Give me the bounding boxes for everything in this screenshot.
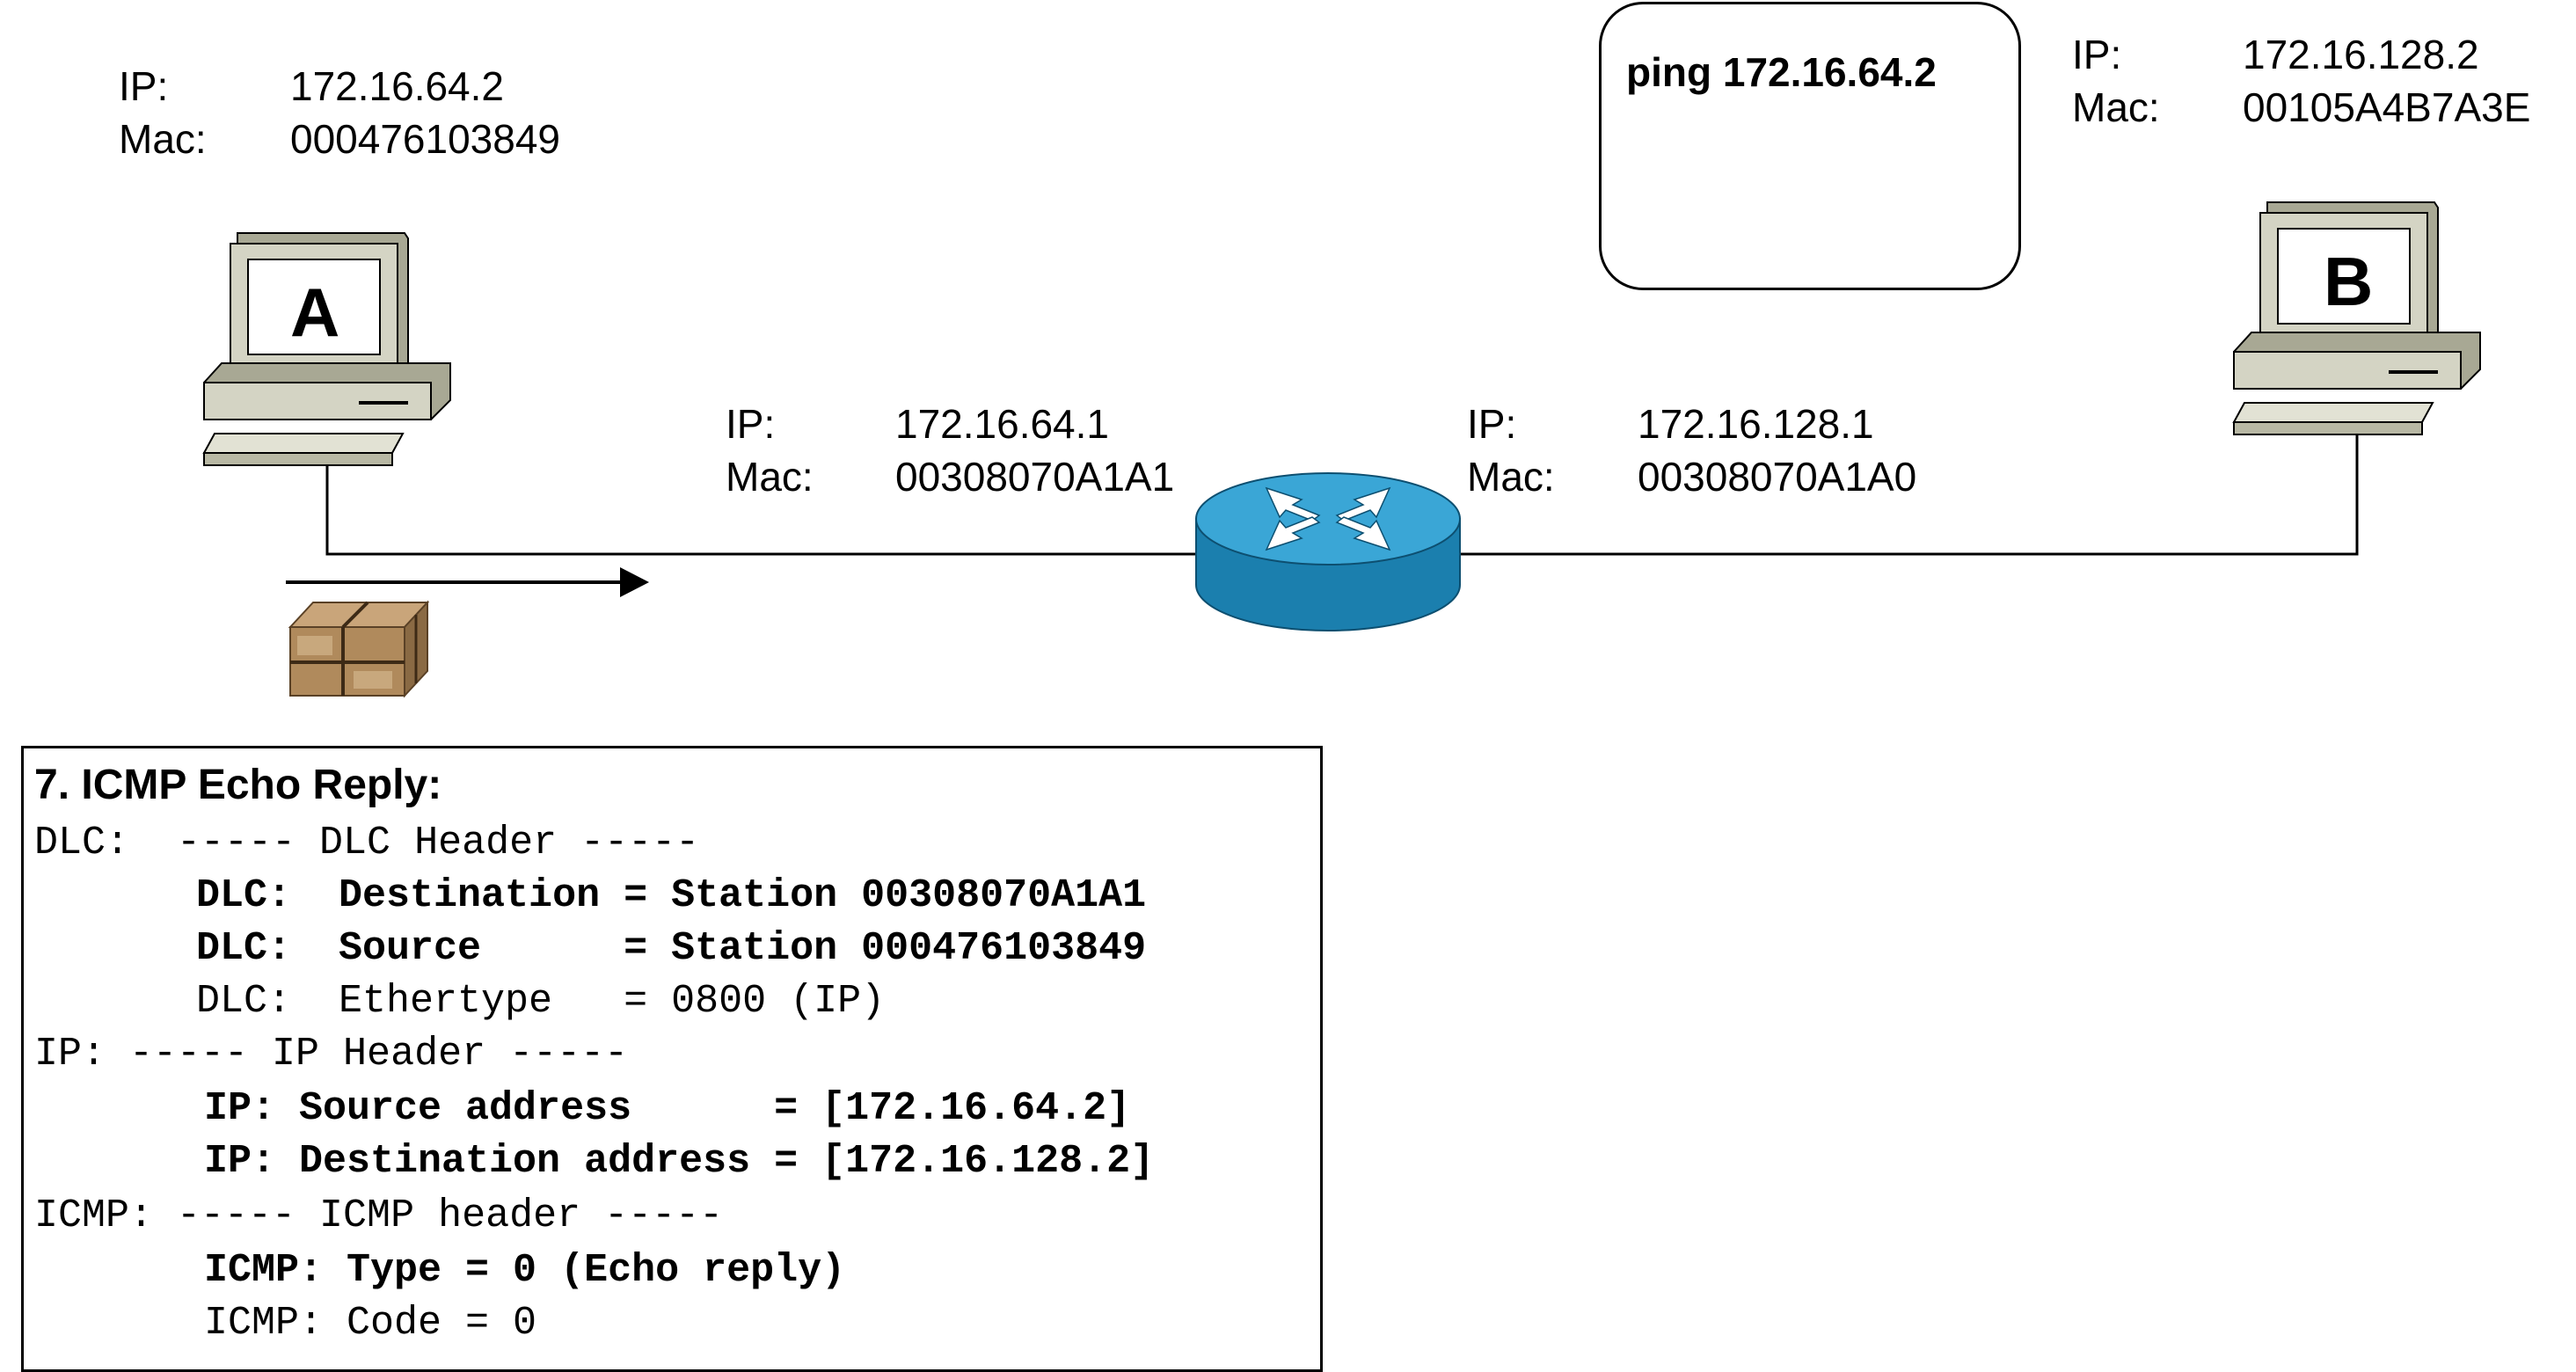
decode-line: DLC: Ethertype = 0800 (IP)	[196, 979, 886, 1024]
ping-command-text: ping 172.16.64.2	[1626, 49, 1937, 95]
router-left-ip-value: 172.16.64.1	[895, 401, 1110, 447]
decode-line: ICMP: Type = 0 (Echo reply)	[204, 1248, 846, 1293]
packet-icon	[288, 600, 430, 698]
decode-line: ICMP: Code = 0	[204, 1301, 537, 1346]
host-a-ip-key: IP:	[119, 63, 169, 109]
computer-icon[interactable]	[202, 232, 451, 466]
host-a-mac-value: 000476103849	[290, 116, 560, 162]
decode-line: IP: ----- IP Header -----	[34, 1032, 629, 1076]
router-right-ip-key: IP:	[1467, 401, 1517, 447]
decode-title: 7. ICMP Echo Reply:	[34, 762, 442, 808]
host-b-mac-value: 00105A4B7A3E	[2243, 84, 2531, 130]
decode-line: DLC: ----- DLC Header -----	[34, 821, 700, 865]
host-a-label: A	[290, 274, 340, 351]
decode-line: IP: Source address = [172.16.64.2]	[204, 1086, 1131, 1131]
router-left-ip-key: IP:	[726, 401, 776, 447]
arrow-right-icon	[286, 567, 649, 597]
packet-decode-panel: 7. ICMP Echo Reply: DLC: ----- DLC Heade…	[21, 746, 1323, 1372]
host-a-mac-key: Mac:	[119, 116, 207, 162]
decode-line: DLC: Source = Station 000476103849	[196, 926, 1147, 971]
router-left-mac-key: Mac:	[726, 454, 814, 500]
host-b-ip-key: IP:	[2072, 32, 2122, 77]
host-b-ip-value: 172.16.128.2	[2243, 32, 2479, 77]
router-icon[interactable]	[1195, 472, 1461, 631]
host-b-mac-key: Mac:	[2072, 84, 2160, 130]
host-a-ip-value: 172.16.64.2	[290, 63, 505, 109]
computer-icon[interactable]	[2232, 201, 2481, 435]
decode-line: ICMP: ----- ICMP header -----	[34, 1193, 724, 1238]
decode-line: DLC: Destination = Station 00308070A1A1	[196, 873, 1147, 918]
router-right-ip-value: 172.16.128.1	[1638, 401, 1874, 447]
host-b-label: B	[2324, 243, 2374, 320]
decode-line: IP: Destination address = [172.16.128.2]	[204, 1139, 1155, 1184]
router-right-mac-value: 00308070A1A0	[1638, 454, 1917, 500]
router-left-mac-value: 00308070A1A1	[895, 454, 1175, 500]
router-right-mac-key: Mac:	[1467, 454, 1555, 500]
ping-command-bubble: ping 172.16.64.2	[1599, 2, 2021, 290]
